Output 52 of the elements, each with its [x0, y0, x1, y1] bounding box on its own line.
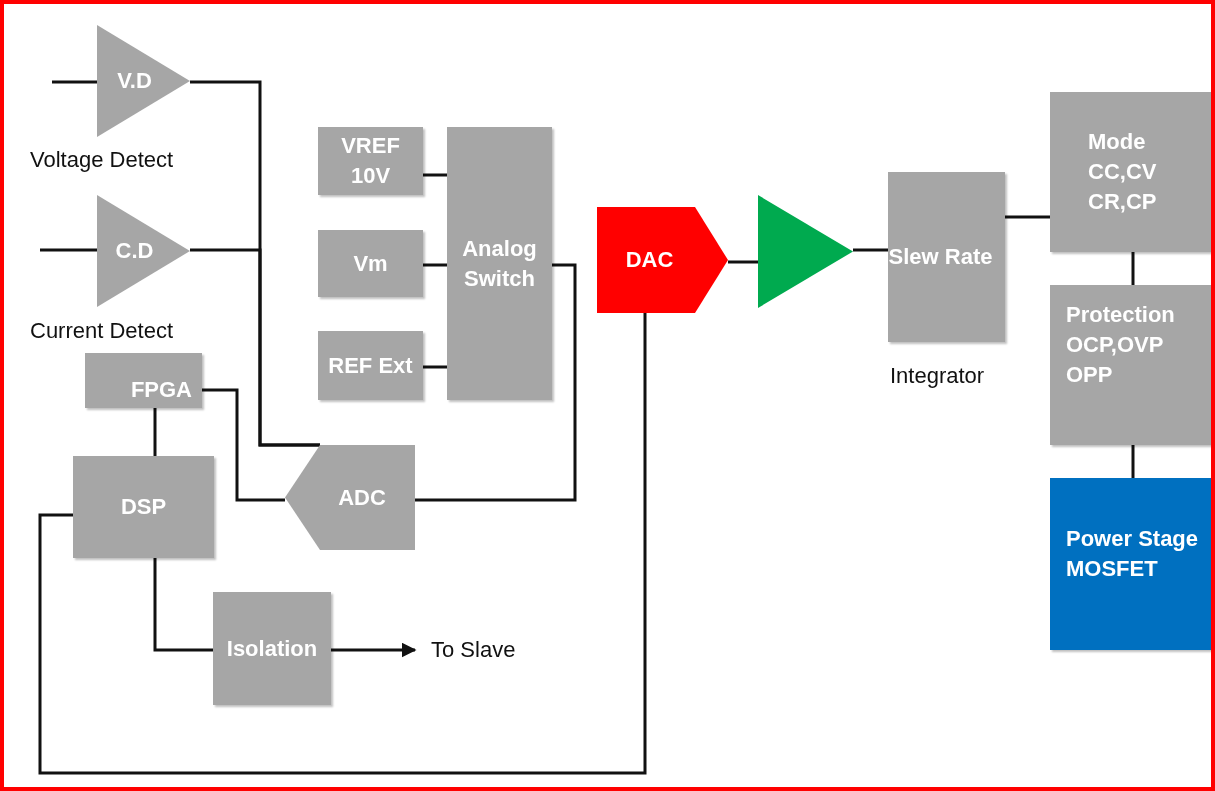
connector-line [38, 313, 647, 775]
block-box [1050, 285, 1212, 445]
connector-line [153, 558, 213, 652]
block-box [447, 127, 552, 400]
block-label: C.D [115, 237, 154, 265]
converter-block [597, 207, 728, 313]
connector-line [40, 248, 97, 252]
block-box [1050, 92, 1212, 252]
block-label: ADC [338, 483, 386, 512]
arrow [331, 642, 417, 658]
block-label: FPGA [130, 375, 192, 404]
block-box [888, 172, 1005, 342]
block-box [318, 331, 423, 400]
block-label: Power Stage MOSFET [1066, 525, 1200, 583]
block-caption: Current Detect [30, 318, 174, 344]
connector-line [190, 248, 322, 447]
block-box [1050, 478, 1212, 650]
block-label: Analog Switch [461, 234, 538, 293]
block-label: V.D [117, 67, 152, 95]
block-box [213, 592, 331, 705]
connector-line [1131, 445, 1135, 478]
connector-line [423, 365, 447, 369]
connector-line [52, 80, 97, 84]
block-label: Isolation [226, 634, 318, 663]
block-label: Slew Rate [888, 243, 993, 271]
amplifier-triangle [758, 195, 853, 308]
block-box [318, 230, 423, 297]
connector-line [423, 173, 447, 177]
connector-line [423, 263, 447, 267]
block-label: Protection OCP,OVP OPP [1066, 301, 1176, 389]
amplifier-triangle [97, 25, 190, 137]
output-label: To Slave [431, 636, 516, 664]
connector-line [1005, 215, 1050, 219]
block-label: Mode CC,CV CR,CP [1088, 128, 1158, 216]
block-label: Vm [353, 249, 388, 278]
connector-line [415, 263, 577, 502]
block-box [73, 456, 214, 558]
connector-line [728, 260, 758, 264]
amplifier-triangle [97, 195, 190, 307]
connector-line [853, 248, 888, 252]
converter-block [285, 445, 415, 550]
block-caption: Voltage Detect [30, 147, 174, 173]
block-box [85, 353, 202, 408]
block-label: DSP [120, 493, 167, 521]
block-box [318, 127, 423, 195]
block-caption: Integrator [890, 363, 985, 389]
block-label: DAC [625, 246, 674, 274]
block-label: VREF 10V [340, 132, 401, 190]
connector-line [1131, 252, 1135, 285]
block-label: REF Ext [328, 351, 413, 380]
connector-line [153, 408, 157, 456]
connector-line [202, 388, 285, 502]
